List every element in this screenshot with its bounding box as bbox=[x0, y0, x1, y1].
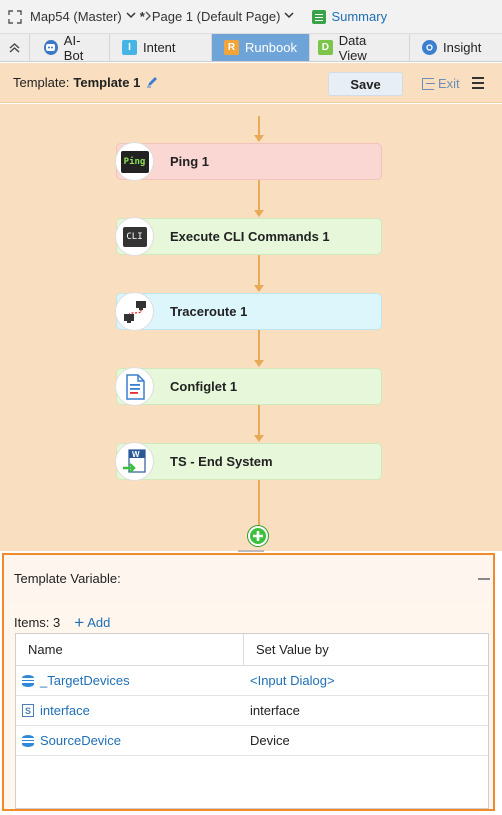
tab-ai-bot[interactable]: AI-Bot bbox=[30, 32, 110, 63]
add-node-button[interactable] bbox=[248, 526, 268, 546]
table-header: Name Set Value by bbox=[16, 634, 488, 666]
map-name: Map54 (Master) bbox=[30, 9, 122, 24]
template-header: Template: Template 1 Save Exit bbox=[0, 63, 502, 103]
items-count: Items: 3 bbox=[14, 615, 61, 630]
node-label: Ping 1 bbox=[170, 154, 210, 169]
flow-node-configlet[interactable]: Configlet 1 bbox=[115, 367, 382, 406]
connector-line bbox=[258, 116, 260, 136]
template-variable-panel: Template Variable: Items: 3 + Add Name S… bbox=[2, 553, 495, 811]
device-group-icon bbox=[22, 734, 34, 747]
chevron-down-icon bbox=[126, 11, 136, 22]
table-row[interactable]: S interface interface bbox=[16, 696, 488, 726]
column-header-name[interactable]: Name bbox=[16, 634, 244, 665]
tab-bar: AI-Bot I Intent R Runbook D Data View In… bbox=[0, 32, 502, 63]
collapse-icon[interactable] bbox=[0, 34, 30, 61]
flow-node-ts-end-system[interactable]: W TS - End System bbox=[115, 442, 382, 481]
traceroute-icon bbox=[115, 292, 154, 331]
flow-node-ping[interactable]: Ping Ping 1 bbox=[115, 142, 382, 181]
summary-label: Summary bbox=[331, 9, 388, 24]
page-selector[interactable]: Page 1 (Default Page) bbox=[152, 9, 299, 24]
dataview-icon: D bbox=[318, 40, 333, 55]
tab-intent[interactable]: I Intent bbox=[110, 34, 212, 61]
chevron-right-icon bbox=[145, 9, 152, 24]
runbook-icon: R bbox=[224, 40, 239, 55]
add-label: Add bbox=[87, 615, 111, 630]
variable-value[interactable]: <Input Dialog> bbox=[250, 673, 335, 688]
runbook-canvas[interactable]: Ping Ping 1 CLI Execute CLI Commands 1 T… bbox=[0, 104, 502, 552]
table-row[interactable]: _TargetDevices <Input Dialog> bbox=[16, 666, 488, 696]
items-toolbar: Items: 3 + Add bbox=[14, 614, 110, 631]
breadcrumb-bar: Map54 (Master) * Page 1 (Default Page) S… bbox=[0, 0, 502, 34]
variable-name[interactable]: _TargetDevices bbox=[40, 673, 130, 688]
connector-line bbox=[258, 480, 260, 526]
tab-runbook[interactable]: R Runbook bbox=[212, 34, 310, 61]
configlet-icon bbox=[115, 367, 154, 406]
node-label: Traceroute 1 bbox=[170, 304, 248, 319]
connector-line bbox=[258, 330, 260, 361]
connector-arrow bbox=[254, 435, 264, 442]
tab-label: Runbook bbox=[244, 40, 297, 55]
fullscreen-icon[interactable] bbox=[0, 0, 30, 34]
node-label: Execute CLI Commands 1 bbox=[170, 229, 330, 244]
tab-label: Insight bbox=[443, 40, 482, 55]
variable-table: Name Set Value by _TargetDevices <Input … bbox=[15, 633, 489, 809]
menu-icon[interactable] bbox=[472, 77, 484, 89]
page-name: Page 1 (Default Page) bbox=[151, 9, 281, 24]
template-label: Template: bbox=[13, 75, 70, 90]
connector-arrow bbox=[254, 285, 264, 292]
svg-text:W: W bbox=[132, 450, 140, 459]
add-variable-button[interactable]: + Add bbox=[74, 614, 110, 631]
word-document-icon: W bbox=[115, 442, 154, 481]
exit-button[interactable]: Exit bbox=[422, 76, 460, 91]
table-row[interactable]: SourceDevice Device bbox=[16, 726, 488, 756]
template-name: Template 1 bbox=[73, 75, 141, 90]
string-variable-icon: S bbox=[22, 704, 34, 717]
panel-title: Template Variable: bbox=[14, 571, 121, 586]
robot-icon bbox=[44, 40, 58, 55]
minimize-icon[interactable] bbox=[478, 578, 490, 580]
node-label: TS - End System bbox=[170, 454, 273, 469]
flow-node-cli[interactable]: CLI Execute CLI Commands 1 bbox=[115, 217, 382, 256]
tab-label: Intent bbox=[143, 40, 176, 55]
tab-label: AI-Bot bbox=[63, 32, 84, 63]
variable-value: Device bbox=[250, 733, 290, 748]
modified-mark: * bbox=[139, 9, 145, 24]
variable-name[interactable]: SourceDevice bbox=[40, 733, 121, 748]
plus-icon: + bbox=[74, 613, 85, 632]
connector-arrow bbox=[254, 135, 264, 142]
cli-icon: CLI bbox=[115, 217, 154, 256]
chevron-down-icon bbox=[284, 11, 294, 22]
variable-value: interface bbox=[250, 703, 300, 718]
device-group-icon bbox=[22, 674, 34, 687]
flow-node-traceroute[interactable]: Traceroute 1 bbox=[115, 292, 382, 331]
ping-icon: Ping bbox=[115, 142, 154, 181]
exit-icon bbox=[422, 77, 435, 90]
pencil-icon[interactable] bbox=[146, 75, 159, 91]
tab-data-view[interactable]: D Data View bbox=[310, 32, 410, 63]
column-header-set-value-by[interactable]: Set Value by bbox=[256, 642, 329, 657]
map-selector[interactable]: Map54 (Master) * bbox=[30, 9, 145, 24]
insight-icon bbox=[422, 40, 437, 55]
tab-label: Data View bbox=[338, 32, 367, 63]
variable-name[interactable]: interface bbox=[40, 703, 90, 718]
connector-arrow bbox=[254, 210, 264, 217]
connector-line bbox=[258, 180, 260, 211]
summary-icon bbox=[312, 9, 327, 24]
exit-label: Exit bbox=[438, 76, 460, 91]
connector-line bbox=[258, 255, 260, 286]
intent-icon: I bbox=[122, 40, 137, 55]
node-label: Configlet 1 bbox=[170, 379, 238, 394]
connector-line bbox=[258, 405, 260, 436]
resize-handle[interactable] bbox=[238, 550, 264, 552]
save-button[interactable]: Save bbox=[328, 72, 403, 96]
connector-arrow bbox=[254, 360, 264, 367]
tab-insight[interactable]: Insight bbox=[410, 34, 502, 61]
summary-link[interactable]: Summary bbox=[312, 9, 387, 24]
